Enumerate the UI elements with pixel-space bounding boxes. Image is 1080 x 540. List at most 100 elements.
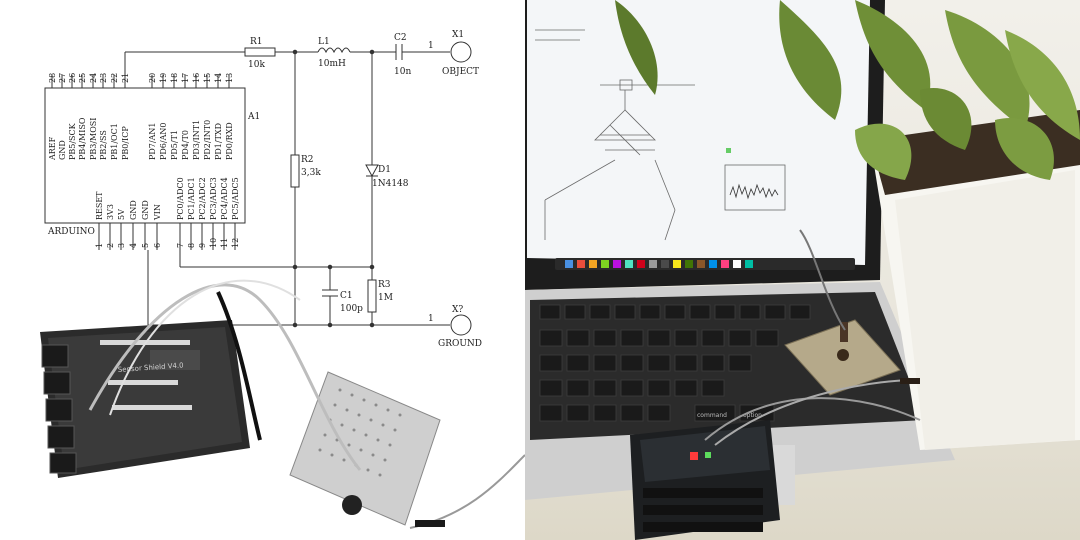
- capacitor-part: [342, 495, 362, 515]
- svg-text:PD2/INT0: PD2/INT0: [203, 120, 212, 160]
- svg-text:PD3/INT1: PD3/INT1: [192, 120, 201, 160]
- x1-pin: 1: [428, 41, 434, 51]
- arduino-top-pin-labels: AREF GND PB5/SCK PB4/MISO PB3/MOSI PB2/S…: [48, 117, 234, 161]
- photo-panel: command option: [525, 0, 1080, 540]
- ground-ref: X?: [452, 305, 463, 315]
- screen-green-marker: [726, 148, 731, 153]
- schematic-drawing: R1 10k L1 10mH C2 10n 1 X1 OBJECT R2 3,3…: [40, 30, 525, 529]
- ground-label: GROUND: [438, 339, 482, 349]
- svg-text:2: 2: [106, 243, 115, 248]
- svg-text:3: 3: [117, 243, 126, 248]
- r1-value: 10k: [248, 60, 265, 70]
- svg-text:25: 25: [78, 73, 87, 83]
- ground-pin: 1: [428, 314, 434, 324]
- svg-text:4: 4: [129, 243, 138, 248]
- svg-text:VIN: VIN: [153, 204, 162, 221]
- red-led: [690, 452, 698, 460]
- arduino-bottom-pin-labels: RESET 3V3 5V GND GND VIN PC0/ADC0 PC1/AD…: [95, 177, 240, 221]
- arduino-bottom-pin-numbers: 1 2 3 4 5 6 7 8 9 10 11 12: [95, 238, 240, 248]
- dock-icons: [565, 260, 753, 268]
- svg-text:PC3/ADC3: PC3/ADC3: [209, 177, 218, 220]
- svg-text:13: 13: [225, 73, 234, 83]
- x1-label: OBJECT: [442, 67, 479, 77]
- svg-text:RESET: RESET: [95, 191, 104, 220]
- svg-text:28: 28: [48, 73, 57, 83]
- svg-text:PC1/ADC1: PC1/ADC1: [187, 177, 196, 220]
- svg-text:11: 11: [220, 238, 229, 248]
- svg-text:5V: 5V: [117, 209, 126, 220]
- svg-text:14: 14: [214, 73, 223, 83]
- arduino-bottom-pins: [98, 223, 236, 250]
- resistor-r2-symbol: [290, 154, 300, 188]
- plant-leaves: [615, 0, 1080, 180]
- svg-text:27: 27: [58, 73, 67, 83]
- arduino-top-pins: [51, 75, 230, 88]
- svg-text:23: 23: [99, 73, 108, 83]
- svg-text:PB5/SCK: PB5/SCK: [68, 122, 77, 160]
- svg-text:PC0/ADC0: PC0/ADC0: [176, 177, 185, 220]
- svg-text:GND: GND: [141, 200, 150, 220]
- svg-text:17: 17: [181, 73, 190, 83]
- svg-text:PB0/ICP: PB0/ICP: [121, 126, 130, 160]
- svg-text:PD6/AN0: PD6/AN0: [159, 123, 168, 160]
- arduino-ref: A1: [247, 112, 260, 122]
- svg-text:10: 10: [209, 238, 218, 248]
- svg-text:5: 5: [141, 243, 150, 248]
- svg-text:16: 16: [192, 73, 201, 83]
- r3-ref: R3: [378, 280, 391, 290]
- perfboard-holes: [318, 388, 402, 477]
- key-option-label: option: [743, 412, 762, 419]
- ground-terminal: [450, 314, 472, 336]
- svg-text:PD0/RXD: PD0/RXD: [225, 122, 234, 160]
- svg-text:15: 15: [203, 73, 212, 83]
- arduino-shield-photo: Sensor Shield V4.0: [40, 279, 525, 529]
- svg-text:GND: GND: [58, 140, 67, 160]
- svg-text:GND: GND: [129, 200, 138, 220]
- green-led: [705, 452, 711, 458]
- screen-waveform: [729, 183, 779, 200]
- laptop-screen: [527, 0, 870, 265]
- svg-text:AREF: AREF: [48, 136, 57, 161]
- arduino-name: ARDUINO: [47, 227, 95, 237]
- c2-value: 10n: [394, 67, 411, 77]
- r2-ref: R2: [301, 155, 314, 165]
- r2-value: 3,3k: [301, 168, 321, 178]
- key-command-label: command: [697, 412, 727, 419]
- svg-text:PB2/SS: PB2/SS: [99, 130, 108, 160]
- r3-value: 1M: [378, 293, 393, 303]
- arduino-top-pin-numbers: 28 27 26 25 24 23 22 21 20 19 18 17 16 1…: [48, 73, 234, 83]
- svg-text:20: 20: [148, 73, 157, 83]
- svg-text:PB3/MOSI: PB3/MOSI: [89, 118, 98, 160]
- keyboard: [530, 292, 925, 440]
- x1-ref: X1: [452, 30, 464, 40]
- svg-text:PC4/ADC4: PC4/ADC4: [220, 177, 229, 220]
- object-terminal: [450, 41, 472, 63]
- svg-text:PC5/ADC5: PC5/ADC5: [231, 177, 240, 220]
- l1-value: 10mH: [318, 59, 346, 69]
- svg-text:19: 19: [159, 73, 168, 83]
- d1-ref: D1: [378, 165, 391, 175]
- svg-text:18: 18: [170, 73, 179, 83]
- knob: [837, 349, 849, 361]
- r1-ref: R1: [250, 37, 263, 47]
- svg-text:PD7/AN1: PD7/AN1: [148, 123, 157, 160]
- resistor-r1-symbol: [244, 47, 276, 57]
- svg-text:24: 24: [89, 73, 98, 83]
- c2-ref: C2: [394, 33, 407, 43]
- d1-value: 1N4148: [372, 179, 409, 189]
- svg-text:PD5/T1: PD5/T1: [170, 130, 179, 160]
- keyboard-keys: [539, 304, 811, 422]
- schematic-panel: R1 10k L1 10mH C2 10n 1 X1 OBJECT R2 3,3…: [0, 0, 525, 540]
- resistor-r3-symbol: [367, 279, 377, 313]
- svg-text:7: 7: [176, 243, 185, 248]
- svg-text:PB4/MISO: PB4/MISO: [78, 117, 87, 160]
- c1-ref: C1: [340, 291, 353, 301]
- svg-text:8: 8: [187, 243, 196, 248]
- svg-text:6: 6: [153, 243, 162, 248]
- svg-text:26: 26: [68, 73, 77, 83]
- laptop-plant-photo: command option: [525, 0, 1080, 540]
- svg-text:9: 9: [198, 243, 207, 248]
- inductor-l1-symbol: [317, 47, 351, 54]
- svg-text:3V3: 3V3: [106, 204, 115, 220]
- svg-text:PD4/T0: PD4/T0: [181, 130, 190, 160]
